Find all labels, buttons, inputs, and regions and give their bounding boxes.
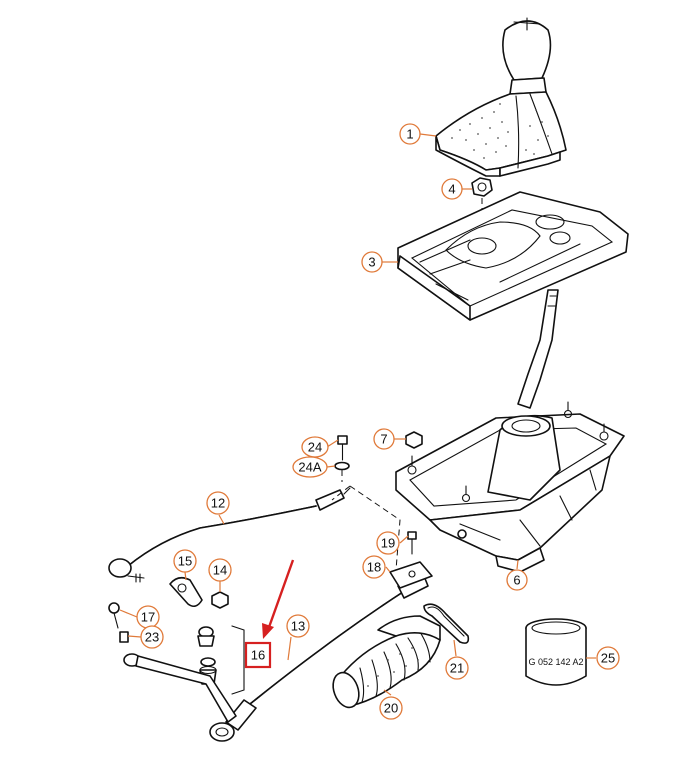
callout-19-text: 19 (381, 536, 395, 551)
callout-6-text: 6 (513, 573, 520, 588)
callout-20-text: 20 (384, 701, 398, 716)
part-15-ball-socket (169, 576, 203, 608)
part-3-cover-plate (397, 191, 629, 321)
callout-17: 17 (136, 605, 160, 629)
part-18-bracket (389, 561, 433, 589)
part-1-shift-knob-boot (435, 17, 567, 177)
callout-16-highlighted: 16 (244, 641, 272, 669)
callout-23: 23 (140, 625, 164, 649)
callout-19: 19 (376, 531, 400, 555)
part-4-nut (471, 177, 493, 197)
callout-1-text: 1 (406, 127, 413, 142)
callout-1: 1 (399, 123, 421, 145)
callout-15-text: 15 (178, 554, 192, 569)
callout-12: 12 (206, 491, 230, 515)
callout-7-text: 7 (380, 432, 387, 447)
part-6-shift-housing (395, 401, 625, 573)
part-13-gear-cable (225, 575, 429, 731)
shift-lever (517, 289, 559, 409)
callout-16-text: 16 (251, 648, 265, 663)
callout-18: 18 (362, 555, 386, 579)
callout-15: 15 (173, 549, 197, 573)
part-24a-washer (334, 461, 350, 471)
callout-24-text: 24 (308, 440, 322, 455)
callout-3-text: 3 (368, 255, 375, 270)
callout-12-text: 12 (211, 496, 225, 511)
part-17-screw (108, 602, 120, 629)
cable-path-dash (331, 485, 401, 571)
callout-24a-text: 24A (298, 460, 321, 475)
part-19-bolt (407, 531, 417, 555)
callout-24a: 24A (292, 456, 328, 478)
callout-23-text: 23 (145, 630, 159, 645)
callout-21-text: 21 (450, 661, 464, 676)
callout-13-text: 13 (291, 619, 305, 634)
callout-7: 7 (373, 428, 395, 450)
callout-21: 21 (445, 656, 469, 680)
part-25-marking: G 052 142 A2 (528, 657, 583, 667)
callout-17-text: 17 (141, 610, 155, 625)
part-12-selector-cable (108, 487, 351, 583)
callout-24: 24 (301, 436, 329, 458)
callout-25: 25 (596, 646, 620, 670)
part-23-pin (119, 631, 129, 643)
callout-18-text: 18 (367, 560, 381, 575)
callout-20: 20 (379, 696, 403, 720)
callout-14: 14 (208, 558, 232, 582)
callout-4: 4 (441, 178, 463, 200)
bracket-group-16 (231, 625, 245, 695)
callout-25-text: 25 (601, 651, 615, 666)
highlight-arrow (262, 559, 295, 639)
shift-linkage-rod (123, 653, 237, 742)
part-14-nut (211, 591, 229, 609)
callout-6: 6 (506, 569, 528, 591)
leader-lines (119, 133, 596, 696)
callout-4-text: 4 (448, 182, 455, 197)
part-7-nut (405, 431, 423, 449)
part-21-gasket (423, 603, 470, 644)
callout-14-text: 14 (213, 563, 227, 578)
part-24-bolt (337, 435, 348, 461)
part-20-bellows (332, 615, 441, 709)
part-25-sleeve: G 052 142 A2 (525, 618, 587, 686)
callout-3: 3 (361, 251, 383, 273)
callout-13: 13 (286, 614, 310, 638)
